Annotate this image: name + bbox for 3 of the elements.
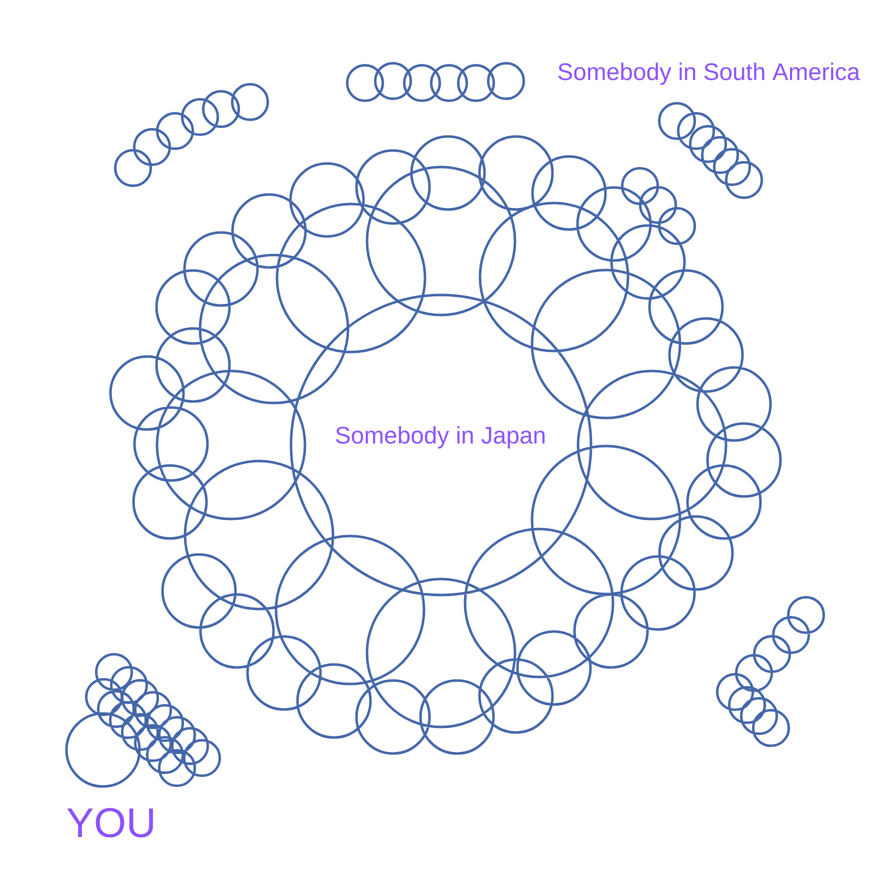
text-label: Somebody in Japan (336, 426, 545, 448)
text-label: YOU (67, 808, 153, 838)
text-label: Somebody in South America (558, 62, 860, 85)
